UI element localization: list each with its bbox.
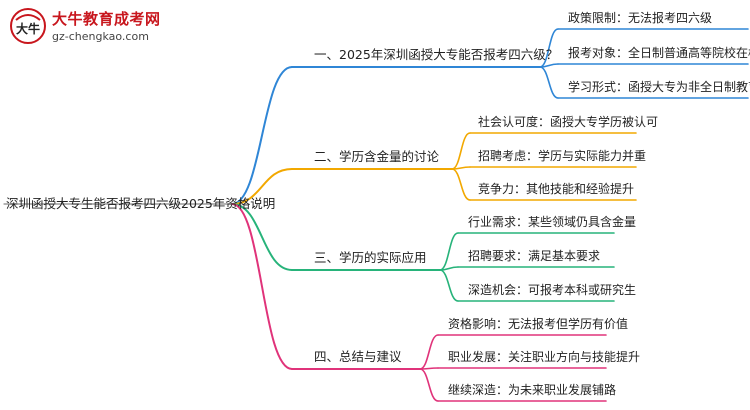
leaf-2-1: 社会认可度：函授大专学历被认可 xyxy=(478,115,659,129)
leaf-3-2: 招聘要求：满足基本要求 xyxy=(468,249,601,263)
logo-mark-icon: 大牛 xyxy=(10,8,46,44)
leaf-connector-3-3 xyxy=(439,269,459,302)
branch-label-2: 二、学历含金量的讨论 xyxy=(314,149,440,164)
leaf-1-1: 政策限制：无法报考四六级 xyxy=(568,11,713,25)
leaf-connector-2-3 xyxy=(451,168,471,201)
leaf-connector-4-1 xyxy=(419,334,439,370)
leaf-connector-3-1 xyxy=(439,232,459,271)
leaf-connector-4-3 xyxy=(419,368,439,402)
branch-label-4: 四、总结与建议 xyxy=(314,349,402,364)
leaf-4-3: 继续深造：为未来职业发展铺路 xyxy=(448,383,617,397)
branch-connector-4 xyxy=(231,203,293,370)
branch-connector-2 xyxy=(231,168,293,205)
leaf-2-2: 招聘考虑：学历与实际能力并重 xyxy=(478,149,647,163)
leaf-3-1: 行业需求：某些领域仍具含金量 xyxy=(468,215,637,229)
leaf-1-2: 报考对象：全日制普通高等院校在校生 xyxy=(568,46,750,60)
leaf-2-3: 竞争力：其他技能和经验提升 xyxy=(478,182,635,196)
leaf-connector-1-1 xyxy=(539,28,559,68)
leaf-4-1: 资格影响：无法报考但学历有价值 xyxy=(448,317,629,331)
site-logo: 大牛 大牛教育成考网 gz-chengkao.com xyxy=(8,6,178,50)
mindmap-root: 深圳函授大专生能否报考四六级2025年资格说明 xyxy=(6,196,276,211)
logo-title: 大牛教育成考网 xyxy=(52,10,161,28)
leaf-4-2: 职业发展：关注职业方向与技能提升 xyxy=(448,350,641,364)
logo-url: gz-chengkao.com xyxy=(52,30,149,43)
branch-label-1: 一、2025年深圳函授大专能否报考四六级？ xyxy=(314,47,559,62)
leaf-3-3: 深造机会：可报考本科或研究生 xyxy=(468,283,637,297)
leaf-connector-1-3 xyxy=(539,66,559,99)
logo-mark-text: 大牛 xyxy=(16,21,40,36)
leaf-connector-2-1 xyxy=(451,132,471,170)
branch-label-3: 三、学历的实际应用 xyxy=(314,250,427,265)
leaf-1-3: 学习形式：函授大专为非全日制教育 xyxy=(568,80,750,94)
branch-connector-1 xyxy=(231,66,293,205)
branch-connector-3 xyxy=(231,203,293,271)
